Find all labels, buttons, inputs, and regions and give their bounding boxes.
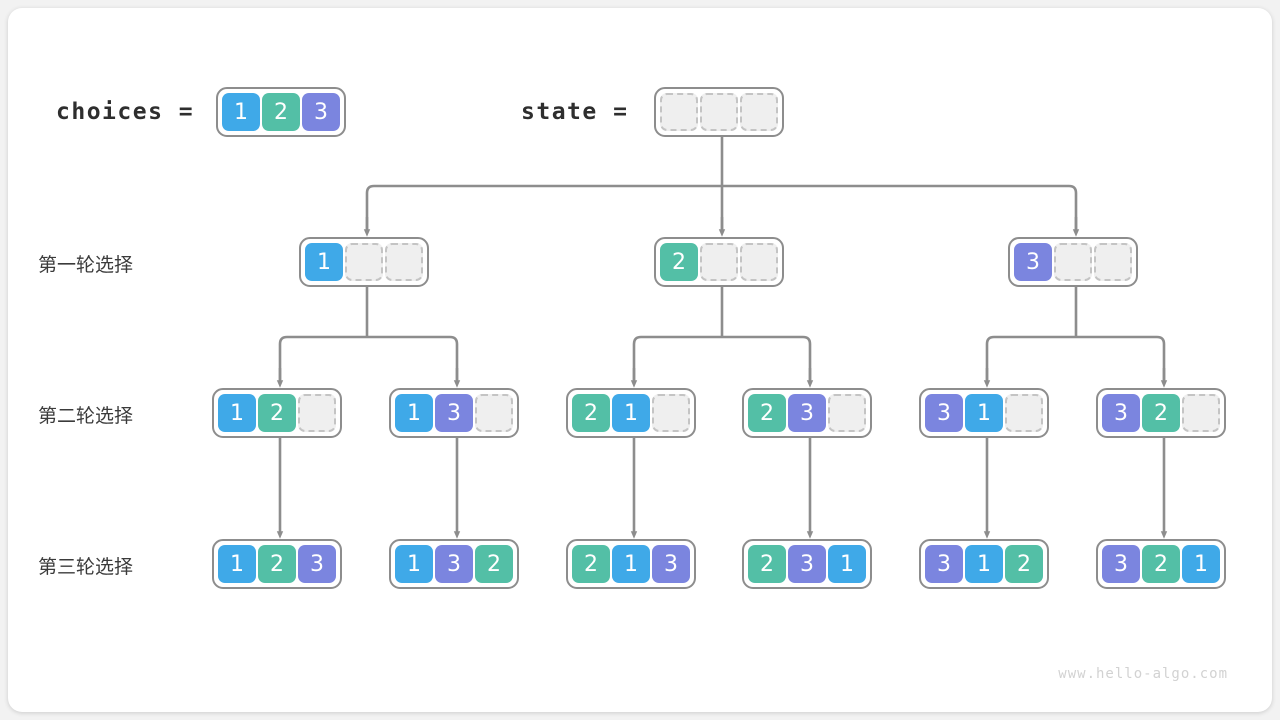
cell-empty [345, 243, 383, 281]
state-label: state = [521, 99, 629, 125]
cell-value-2: 2 [258, 545, 296, 583]
cell-value-2: 2 [258, 394, 296, 432]
cell-value-1: 1 [828, 545, 866, 583]
cell-value-2: 2 [1005, 545, 1043, 583]
node-row1-2: 2 [654, 237, 784, 287]
cell-value-1: 1 [1182, 545, 1220, 583]
cell-empty [652, 394, 690, 432]
node-row1-1: 1 [299, 237, 429, 287]
cell-value-3: 3 [652, 545, 690, 583]
cell-value-2: 2 [1142, 545, 1180, 583]
cell-value-2: 2 [748, 394, 786, 432]
cell-value-3: 3 [298, 545, 336, 583]
cell-value-3: 3 [1014, 243, 1052, 281]
cell-value-1: 1 [612, 545, 650, 583]
row-label-3: 第三轮选择 [38, 557, 134, 578]
cell-value-1: 1 [305, 243, 343, 281]
cell-empty [475, 394, 513, 432]
cell-value-1: 1 [395, 394, 433, 432]
cell-value-2: 2 [262, 93, 300, 131]
cell-value-1: 1 [218, 394, 256, 432]
cell-empty [700, 243, 738, 281]
cell-value-2: 2 [475, 545, 513, 583]
cell-value-3: 3 [788, 394, 826, 432]
cell-value-1: 1 [612, 394, 650, 432]
cell-empty [1094, 243, 1132, 281]
cell-value-1: 1 [965, 394, 1003, 432]
cell-value-2: 2 [572, 394, 610, 432]
cell-value-3: 3 [435, 545, 473, 583]
cell-empty [660, 93, 698, 131]
cell-empty [740, 243, 778, 281]
cell-empty [1054, 243, 1092, 281]
row-label-2: 第二轮选择 [38, 406, 134, 427]
cell-value-3: 3 [435, 394, 473, 432]
row-label-1: 第一轮选择 [38, 255, 134, 276]
choices-label: choices = [56, 99, 195, 125]
cell-value-1: 1 [222, 93, 260, 131]
node-row1-3: 3 [1008, 237, 1138, 287]
cell-value-3: 3 [302, 93, 340, 131]
diagram-card [8, 8, 1272, 712]
cell-value-2: 2 [1142, 394, 1180, 432]
cell-value-3: 3 [788, 545, 826, 583]
cell-value-1: 1 [218, 545, 256, 583]
cell-empty [1005, 394, 1043, 432]
cell-empty [298, 394, 336, 432]
cell-value-3: 3 [925, 545, 963, 583]
cell-empty [740, 93, 778, 131]
cell-empty [700, 93, 738, 131]
cell-empty [828, 394, 866, 432]
cell-value-3: 3 [1102, 545, 1140, 583]
cell-empty [1182, 394, 1220, 432]
cell-value-2: 2 [748, 545, 786, 583]
state-array [654, 87, 784, 137]
cell-empty [385, 243, 423, 281]
cell-value-2: 2 [572, 545, 610, 583]
cell-value-2: 2 [660, 243, 698, 281]
cell-value-3: 3 [1102, 394, 1140, 432]
watermark: www.hello-algo.com [1058, 666, 1228, 682]
cell-value-3: 3 [925, 394, 963, 432]
cell-value-1: 1 [965, 545, 1003, 583]
cell-value-1: 1 [395, 545, 433, 583]
